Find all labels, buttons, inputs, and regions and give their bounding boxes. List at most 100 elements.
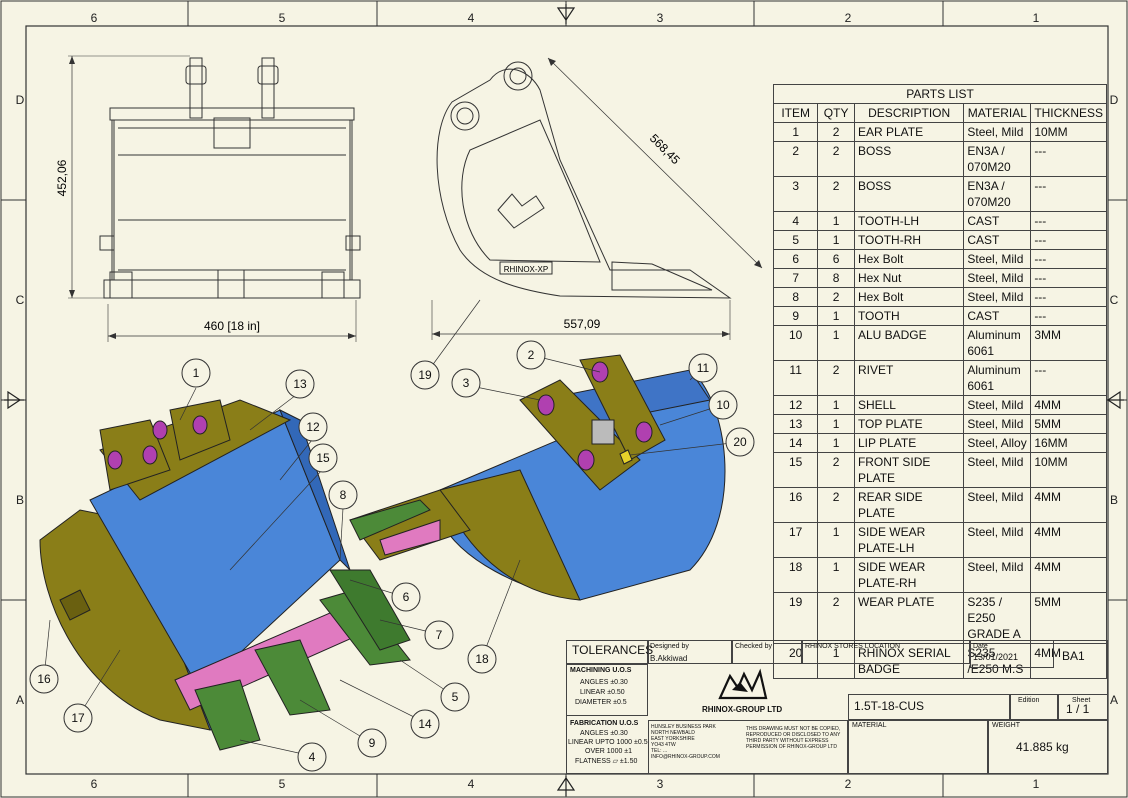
- qty-cell: 1: [817, 325, 855, 361]
- zone-label-right: C: [1110, 293, 1119, 307]
- qty-cell: 1: [817, 306, 855, 326]
- item-cell: 12: [772, 395, 819, 415]
- material-cell: EN3A / 070M20: [963, 141, 1032, 177]
- thickness-cell: 4MM: [1030, 395, 1107, 415]
- sheet-size: BA1: [1062, 649, 1085, 663]
- description-cell: Hex Nut: [853, 268, 965, 288]
- material-cell: Steel, Mild: [963, 414, 1032, 434]
- description-cell: EAR PLATE: [853, 122, 965, 142]
- edition-label: Edition: [1018, 697, 1040, 704]
- balloon-18: 18: [467, 644, 497, 674]
- qty-cell: 2: [817, 592, 855, 644]
- balloon-5: 5: [440, 682, 470, 712]
- item-cell: 19: [772, 592, 819, 644]
- centering-marks: [4, 4, 1124, 796]
- zone-label-bottom: 5: [279, 777, 286, 791]
- company-logo-icon: [718, 668, 768, 700]
- qty-cell: 1: [817, 395, 855, 415]
- material-cell: EN3A / 070M20: [963, 176, 1032, 212]
- zone-label-right: D: [1110, 93, 1119, 107]
- material-cell: Steel, Alloy: [963, 433, 1032, 453]
- item-cell: 7: [772, 268, 819, 288]
- description-cell: SHELL: [853, 395, 965, 415]
- zone-label-top: 2: [845, 11, 852, 25]
- material-cell: Aluminum 6061: [963, 360, 1032, 396]
- column-header: THICKNESS: [1030, 103, 1107, 123]
- material-cell: CAST: [963, 306, 1032, 326]
- zone-label-bottom: 4: [468, 777, 475, 791]
- description-cell: SIDE WEAR PLATE-RH: [853, 557, 965, 593]
- zone-label-left: A: [16, 693, 24, 707]
- balloon-6: 6: [391, 582, 421, 612]
- balloon-17: 17: [63, 703, 93, 733]
- svg-text:18: 18: [475, 652, 489, 666]
- material-cell: S235 / E250 GRADE A: [963, 592, 1032, 644]
- bucket-iso-left: [39, 399, 411, 751]
- date-value: 13/01/2021: [973, 652, 1019, 662]
- description-cell: BOSS: [853, 176, 965, 212]
- fabrication-line: LINEAR UPTO 1000 ±0.5: [568, 739, 648, 746]
- material-cell: Steel, Mild: [963, 557, 1032, 593]
- balloon-7: 7: [424, 620, 454, 650]
- zone-label-top: 4: [468, 11, 475, 25]
- balloon-8: 8: [328, 480, 358, 510]
- zone-label-bottom: 6: [91, 777, 98, 791]
- thickness-cell: 5MM: [1030, 414, 1107, 434]
- balloon-11: 11: [688, 353, 718, 383]
- machining-line: LINEAR ±0.50: [580, 689, 625, 696]
- balloon-14: 14: [410, 709, 440, 739]
- designed-by-label: Designed by: [650, 643, 689, 650]
- description-cell: TOP PLATE: [853, 414, 965, 434]
- fabrication-line: FLATNESS ⏥ ±1.50: [575, 758, 638, 765]
- qty-cell: 2: [817, 141, 855, 177]
- thickness-cell: 10MM: [1030, 122, 1107, 142]
- item-cell: 1: [772, 122, 819, 142]
- svg-text:16: 16: [37, 672, 51, 686]
- qty-cell: 1: [817, 414, 855, 434]
- description-cell: WEAR PLATE: [853, 592, 965, 644]
- description-cell: TOOTH-RH: [853, 230, 965, 250]
- qty-cell: 1: [817, 557, 855, 593]
- balloons: 1 2 3 4 5 6 7 8 9 10 11 12 13 14 15 16 1…: [29, 340, 755, 772]
- material-cell: Aluminum 6061: [963, 325, 1032, 361]
- zone-label-bottom: 3: [657, 777, 664, 791]
- svg-text:3: 3: [463, 376, 470, 390]
- item-cell: 9: [772, 306, 819, 326]
- side-view: [431, 57, 763, 340]
- qty-cell: 1: [817, 522, 855, 558]
- column-header: ITEM: [772, 103, 819, 123]
- material-cell: Steel, Mild: [963, 452, 1032, 488]
- notice-line: THIRD PARTY WITHOUT EXPRESS: [746, 738, 829, 744]
- description-cell: RHINOX SERIAL BADGE: [853, 643, 965, 679]
- material-label: MATERIAL: [852, 722, 887, 729]
- thickness-cell: ---: [1030, 306, 1107, 326]
- column-header: DESCRIPTION: [853, 103, 965, 123]
- balloon-19: 19: [410, 360, 440, 390]
- material-cell: Steel, Mild: [963, 249, 1032, 269]
- side-badge-text: RHINOX-XP: [504, 265, 548, 274]
- item-cell: 4: [772, 211, 819, 231]
- front-width-dimension: 460 [18 in]: [204, 319, 260, 333]
- qty-cell: 8: [817, 268, 855, 288]
- location-label: RHINOX STORES LOCATION: [805, 643, 901, 650]
- thickness-cell: ---: [1030, 230, 1107, 250]
- designed-by-value: B.Akkiwad: [650, 654, 688, 663]
- qty-cell: 1: [817, 230, 855, 250]
- description-cell: TOOTH-LH: [853, 211, 965, 231]
- qty-cell: 2: [817, 452, 855, 488]
- zone-label-right: B: [1110, 493, 1118, 507]
- svg-text:1: 1: [193, 366, 200, 380]
- column-header: QTY: [817, 103, 855, 123]
- qty-cell: 1: [817, 211, 855, 231]
